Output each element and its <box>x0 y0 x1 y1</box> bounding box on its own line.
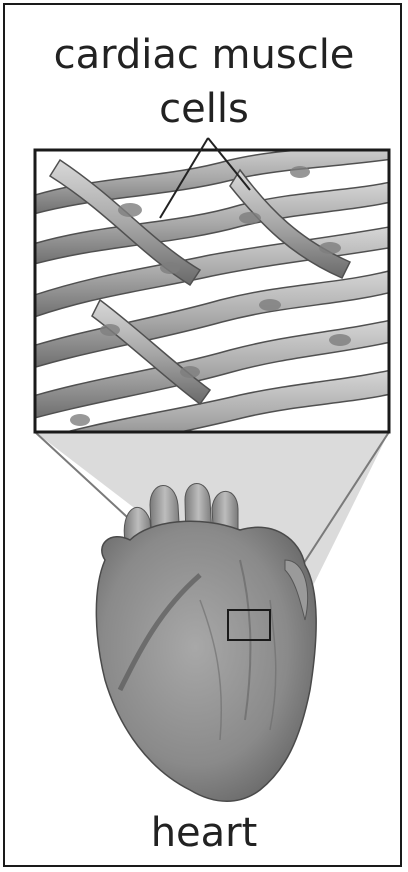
label-heart: heart <box>0 810 408 856</box>
magnified-cells-panel <box>20 140 400 470</box>
